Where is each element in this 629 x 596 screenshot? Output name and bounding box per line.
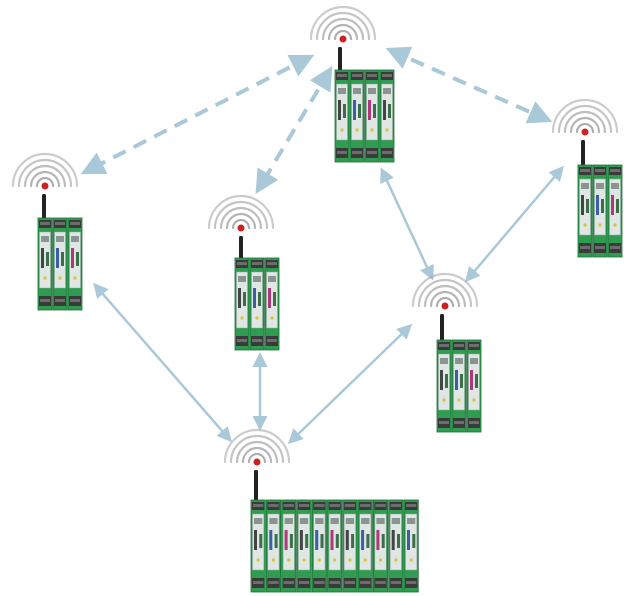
wave-center-dot [253, 458, 261, 466]
wave-arc [563, 110, 607, 134]
antenna-icon [42, 194, 46, 220]
radio-wave-icon [309, 5, 377, 43]
node-n-bottom [223, 428, 419, 593]
io-module [403, 499, 419, 593]
wave-arc [223, 428, 291, 464]
io-module [281, 499, 297, 593]
io-module [334, 69, 350, 163]
wave-arc [429, 290, 461, 308]
wave-center-dot [441, 302, 449, 310]
wave-center-dot [339, 35, 347, 43]
wave-arc [229, 434, 285, 464]
io-module [296, 499, 312, 593]
io-module [37, 217, 53, 311]
radio-wave-icon [411, 272, 479, 310]
io-module [466, 339, 482, 433]
io-module [388, 499, 404, 593]
module-rack [37, 217, 83, 311]
radio-wave-icon [11, 152, 79, 190]
module-rack [436, 339, 482, 433]
io-module [265, 499, 281, 593]
io-module [249, 257, 265, 351]
radio-wave-icon [223, 428, 291, 466]
module-rack [334, 69, 395, 163]
radio-wave-icon [551, 98, 619, 136]
io-module [264, 257, 280, 351]
io-module [364, 69, 380, 163]
wave-arc [17, 158, 73, 188]
wave-arc [309, 5, 377, 41]
io-module [342, 499, 358, 593]
link-n-center-right-n-bottom [287, 323, 413, 445]
wave-arc [411, 272, 479, 308]
io-module [311, 499, 327, 593]
radio-wave-icon [207, 194, 275, 232]
wave-center-dot [581, 128, 589, 136]
io-module [577, 164, 593, 258]
io-module [607, 164, 623, 258]
wave-arc [333, 29, 353, 41]
antenna-icon [581, 140, 585, 167]
link-n-left-n-bottom [93, 282, 232, 443]
nodes-layer [11, 5, 623, 593]
node-n-center-right [411, 272, 482, 433]
io-module [234, 257, 250, 351]
wave-arc [321, 17, 365, 41]
wave-arc [557, 104, 613, 134]
module-rack [234, 257, 280, 351]
io-module [592, 164, 608, 258]
wave-arc [231, 218, 251, 230]
wave-arc [569, 116, 601, 134]
wave-arc [29, 170, 61, 188]
links-layer [80, 46, 564, 445]
link-n-top-n-middle [255, 65, 333, 195]
wave-arc [327, 23, 359, 41]
io-module [372, 499, 389, 593]
wave-arc [35, 176, 55, 188]
io-module [67, 217, 83, 311]
io-module [250, 499, 266, 593]
io-module [379, 69, 395, 163]
node-n-left [11, 152, 83, 311]
wave-arc [417, 278, 473, 308]
module-rack [577, 164, 623, 258]
antenna-icon [254, 470, 258, 502]
wave-arc [423, 284, 467, 308]
io-module [357, 499, 373, 593]
wave-arc [213, 200, 269, 230]
link-n-top-n-left [80, 54, 315, 175]
node-n-middle [207, 194, 280, 351]
io-module [451, 339, 467, 433]
antenna-icon [440, 314, 444, 342]
wave-arc [225, 212, 257, 230]
wave-arc [207, 194, 275, 230]
link-n-top-n-center-right [380, 167, 434, 281]
wave-arc [241, 446, 273, 464]
wave-center-dot [41, 182, 49, 190]
io-module [436, 339, 452, 433]
antenna-icon [338, 47, 342, 72]
io-module [327, 499, 343, 593]
node-n-top [309, 5, 395, 163]
antenna-icon [239, 236, 243, 260]
link-n-right-n-center-right [465, 165, 564, 283]
wave-arc [219, 206, 263, 230]
wave-arc [235, 440, 279, 464]
wave-arc [551, 98, 619, 134]
wave-arc [11, 152, 79, 188]
wave-arc [247, 452, 267, 464]
link-n-top-n-right [385, 46, 553, 124]
wave-arc [315, 11, 371, 41]
wave-arc [23, 164, 67, 188]
module-rack [250, 499, 419, 593]
wave-arc [575, 122, 595, 134]
io-module [52, 217, 68, 311]
node-n-right [551, 98, 623, 258]
wave-arc [435, 296, 455, 308]
wave-center-dot [237, 224, 245, 232]
io-module [349, 69, 365, 163]
